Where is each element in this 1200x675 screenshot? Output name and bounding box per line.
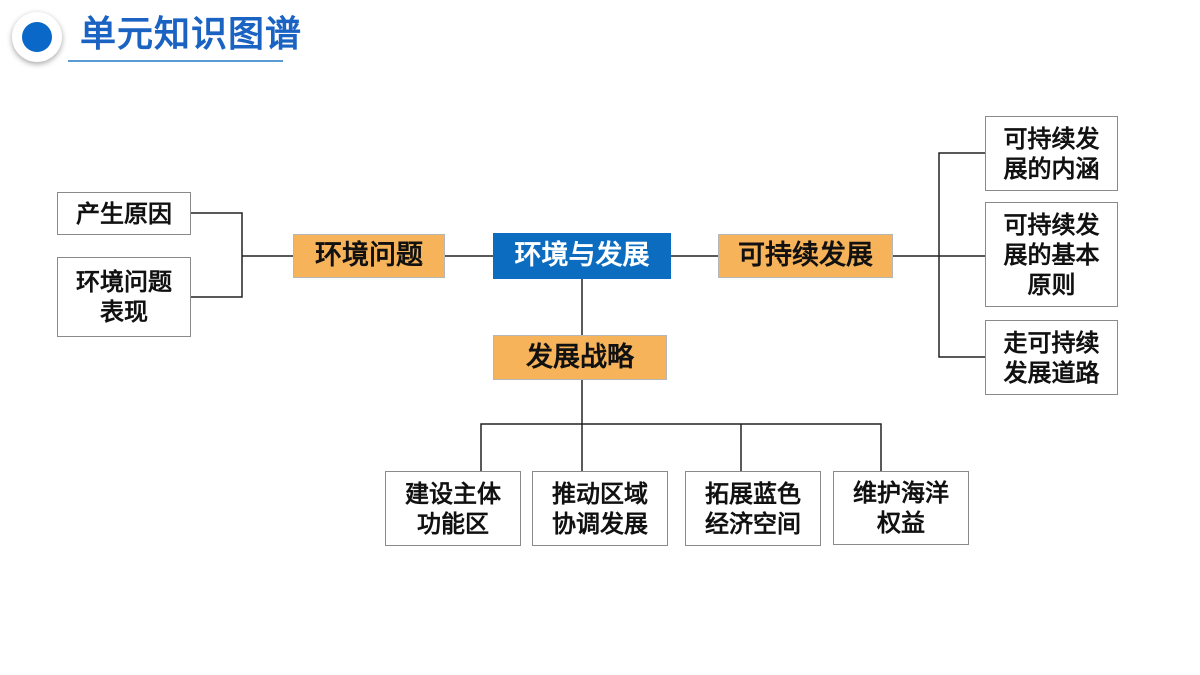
right-child-label-2: 可持续发 展的基本 原则 xyxy=(1003,210,1100,299)
slide-header: 单元知识图谱 xyxy=(0,0,303,70)
left-topic-node: 环境问题 xyxy=(293,234,445,278)
title-bullet-dot xyxy=(22,22,52,52)
left-topic-label: 环境问题 xyxy=(315,240,423,272)
right-child-label-3: 走可持续 发展道路 xyxy=(1003,328,1100,387)
bottom-child-label-3: 拓展蓝色 经济空间 xyxy=(705,479,801,538)
title-underline xyxy=(68,60,283,62)
right-topic-node: 可持续发展 xyxy=(718,234,893,278)
bottom-child-label-2: 推动区域 协调发展 xyxy=(552,479,648,538)
bottom-bracket-line xyxy=(480,423,882,471)
bottom-topic-label: 发展战略 xyxy=(526,341,634,373)
right-child-node-2: 可持续发 展的基本 原则 xyxy=(985,202,1118,307)
bottom-child-node-1: 建设主体 功能区 xyxy=(385,471,521,546)
right-bracket-line xyxy=(938,152,985,358)
center-node-label: 环境与发展 xyxy=(514,240,650,272)
right-topic-label: 可持续发展 xyxy=(738,240,873,272)
right-child-node-1: 可持续发 展的内涵 xyxy=(985,116,1118,191)
bottom-child-node-3: 拓展蓝色 经济空间 xyxy=(685,471,821,546)
bottom-child-node-4: 维护海洋 权益 xyxy=(833,471,969,545)
bottom-child-label-4: 维护海洋 权益 xyxy=(853,479,949,537)
bottom-child-label-1: 建设主体 功能区 xyxy=(405,479,501,538)
left-bracket-line xyxy=(190,212,243,298)
bottom-child-node-2: 推动区域 协调发展 xyxy=(532,471,668,546)
left-child-node-1: 产生原因 xyxy=(57,192,191,235)
title-bullet-icon xyxy=(12,12,62,62)
bottom-topic-node: 发展战略 xyxy=(493,335,667,380)
left-child-node-2: 环境问题 表现 xyxy=(57,257,191,337)
right-child-node-3: 走可持续 发展道路 xyxy=(985,320,1118,395)
left-child-label-1: 产生原因 xyxy=(76,199,172,228)
center-node: 环境与发展 xyxy=(493,233,671,279)
slide-title: 单元知识图谱 xyxy=(80,14,303,55)
left-child-label-2: 环境问题 表现 xyxy=(76,268,172,326)
right-child-label-1: 可持续发 展的内涵 xyxy=(1003,124,1100,183)
